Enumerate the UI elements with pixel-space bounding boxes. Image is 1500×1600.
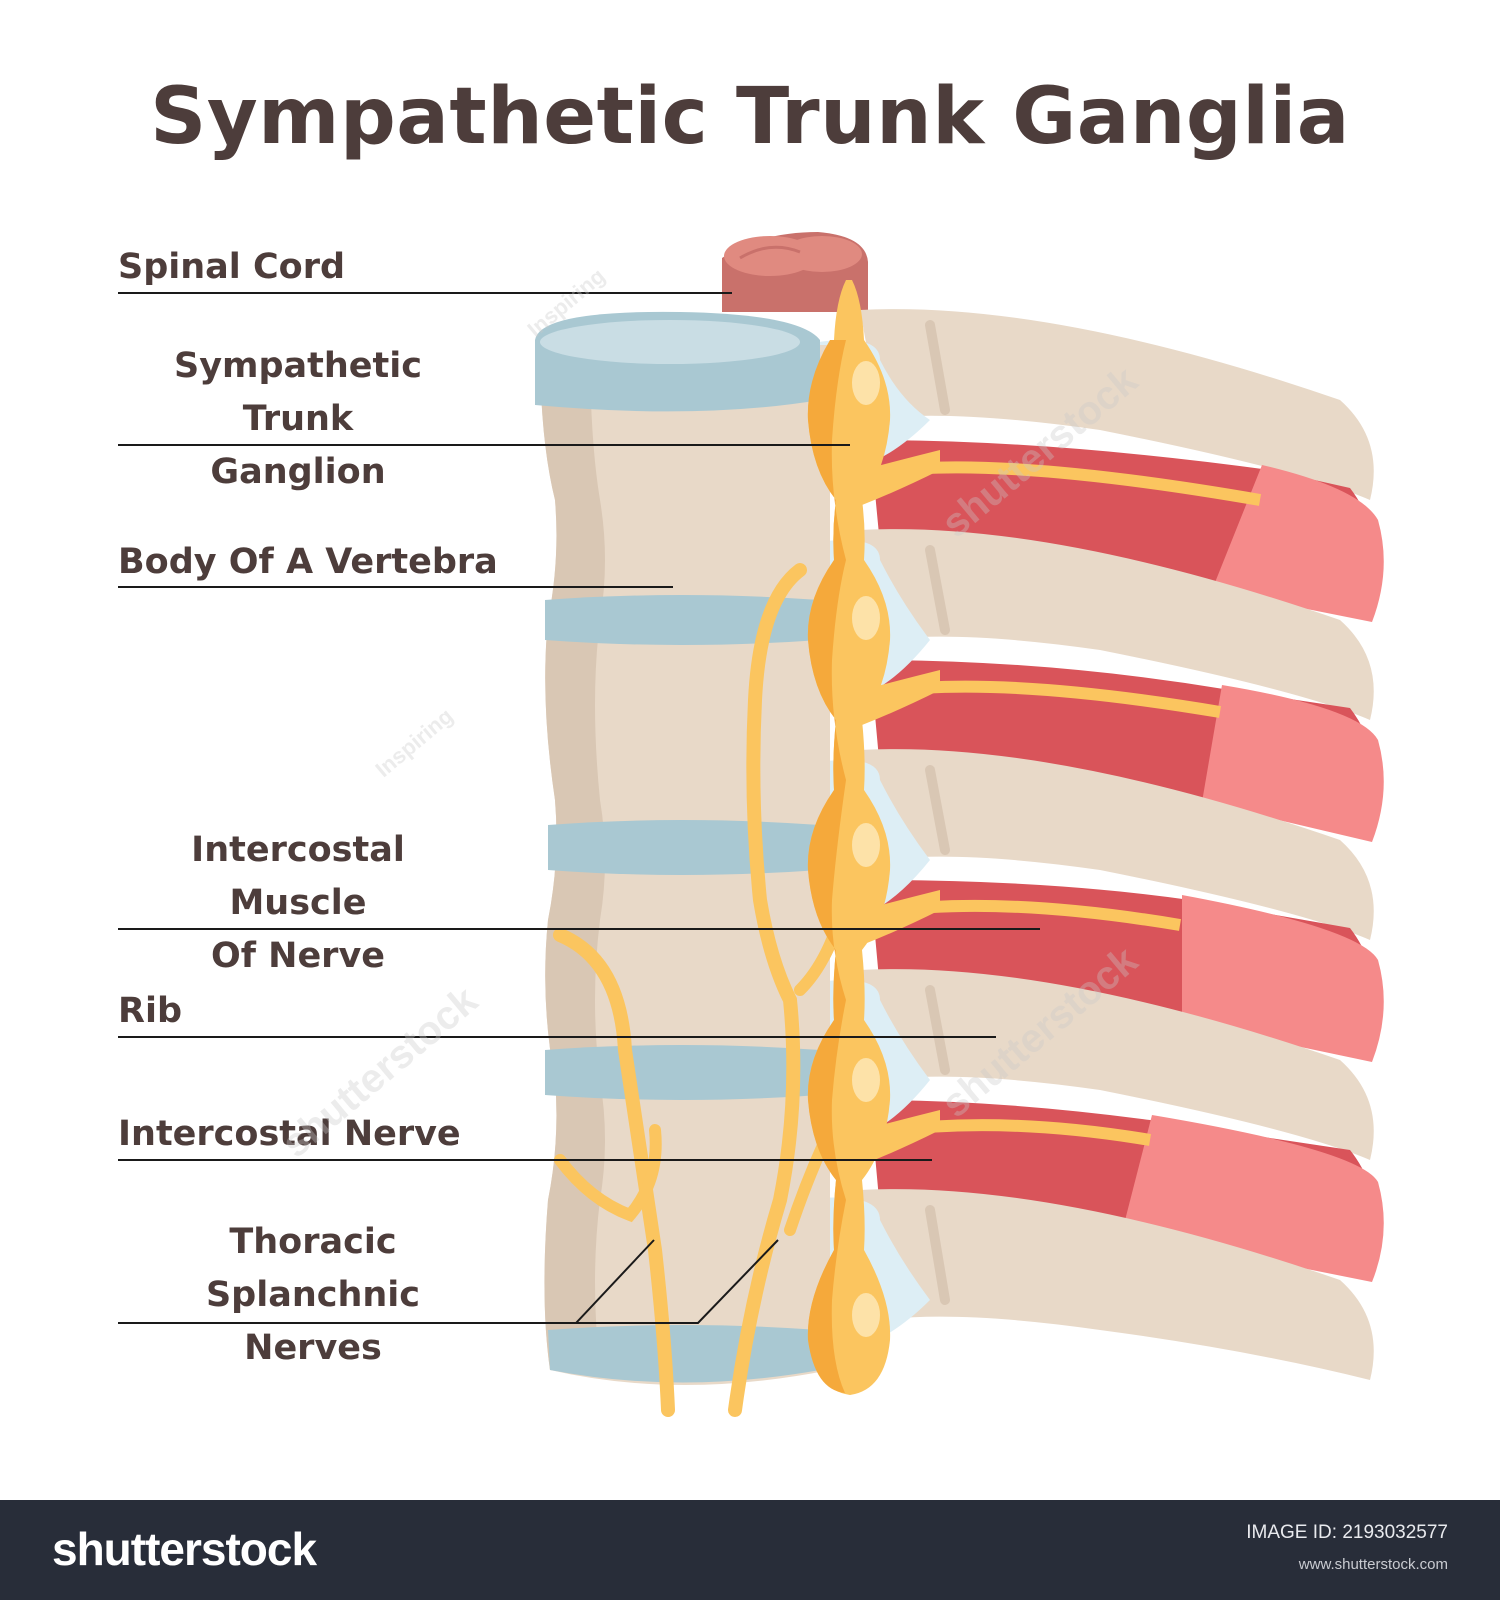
footer-bar: shutterstock IMAGE ID: 2193032577 www.sh… [0, 1500, 1500, 1600]
label-text: Of Nerve [210, 936, 385, 976]
label-intercostal-muscle-of-nerve: Intercostal Muscle Of Nerve [118, 824, 478, 983]
sympathetic-trunk [807, 280, 891, 1395]
label-text: Rib [118, 991, 183, 1031]
site-url: www.shutterstock.com [1298, 1556, 1448, 1573]
label-body-of-a-vertebra: Body Of A Vertebra [118, 536, 498, 589]
label-text: Intercostal Nerve [118, 1114, 461, 1154]
label-sympathetic-trunk-ganglion: Sympathetic Trunk Ganglion [118, 340, 478, 499]
label-text: Thoracic Splanchnic [205, 1222, 421, 1315]
label-text: Intercostal Muscle [191, 830, 405, 923]
label-rib: Rib [118, 985, 182, 1038]
ribs [860, 309, 1384, 1380]
footer-brand-logo: shutterstock [52, 1523, 317, 1575]
splanchnic-nerves [553, 563, 851, 1417]
label-text: Nerves [244, 1328, 382, 1368]
anatomy-illustration [118, 232, 1384, 1417]
label-text: Sympathetic Trunk [173, 346, 423, 439]
leader-line-splanchnic-2 [576, 1239, 779, 1324]
diagram-title: Sympathetic Trunk Ganglia [150, 72, 1350, 162]
ganglion-highlights [852, 361, 880, 1337]
spinal-cord-shape [722, 232, 868, 312]
label-text: Body Of A Vertebra [118, 542, 498, 582]
label-thoracic-splanchnic-nerves: Thoracic Splanchnic Nerves [118, 1216, 508, 1375]
leader-lines [118, 292, 1040, 1324]
intercostal-nerve-branches [862, 450, 940, 1165]
image-id: IMAGE ID: 2193032577 [1246, 1522, 1448, 1543]
label-text: Spinal Cord [118, 247, 346, 287]
label-intercostal-nerve: Intercostal Nerve [118, 1108, 461, 1161]
label-text: Ganglion [210, 452, 386, 492]
label-spinal-cord: Spinal Cord [118, 241, 345, 294]
